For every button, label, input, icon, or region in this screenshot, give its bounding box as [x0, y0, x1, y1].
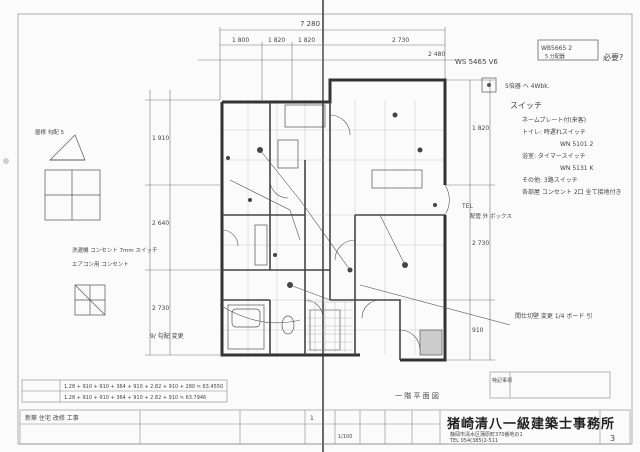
switch-item-1: ネームプレート付(来客) [522, 116, 586, 124]
tel-label: TEL [461, 203, 473, 210]
dim-left-3: 2 730 [152, 305, 169, 312]
wiring-lines [219, 149, 511, 326]
dim-right-3: 910 [472, 327, 484, 334]
switch-item-3: WN 5101 2 [560, 141, 594, 148]
switch-item-5: WN 5131 K [560, 165, 595, 172]
switch-item-7: 各部屋 コンセント 2口 全て接地付き [522, 188, 622, 196]
dim-top-seg-2: 1 820 [268, 37, 285, 44]
firm-name: 猪崎清八一級建築士事務所 [447, 417, 616, 432]
wb-box-text: WB5665 2 [541, 45, 572, 52]
dim-right-2: 2 730 [472, 240, 489, 247]
dim-overall-top: 7 280 [300, 20, 320, 28]
left-note-b: エアコン用 コンセント [72, 261, 129, 268]
dim-right-top: 2 480 [428, 51, 445, 58]
title-block-grid [19, 409, 631, 445]
ws-label: WS 5465 V6 [455, 58, 498, 66]
dim-top-seg-3: 1 820 [298, 37, 315, 44]
upper-left-label: 屋根 勾配 5 [35, 128, 64, 136]
legend-row-2: 1.28 + 910 + 910 + 364 + 910 + 2.82 + 91… [64, 395, 206, 401]
detail-sketches [44, 134, 106, 316]
sheet-number: 3 [610, 434, 616, 443]
firm-address: 静岡市清水区蒲原町370番地の1 [450, 432, 523, 438]
sheet-border [17, 13, 633, 445]
switch-item-2: トイレ: 時遅れスイッチ [522, 128, 586, 136]
right-dimensions [445, 79, 495, 361]
dim-top-seg-4: 2 730 [392, 37, 409, 44]
dim-left-1: 1 910 [152, 135, 169, 142]
drawing-no: 1 [310, 415, 314, 422]
wb-box-sub: 5 分配器 [545, 53, 565, 60]
fixtures [227, 104, 443, 356]
dim-top-seg-1: 1 800 [232, 37, 249, 44]
top-right-question: 必要? [603, 52, 623, 62]
tile-hatch [307, 301, 353, 352]
switch-item-6: その他: 3路スイッチ [522, 176, 578, 184]
top-right-note: 5倍器 ヘ 4Wbk. [505, 82, 550, 90]
left-note-a: 洗濯機 コンセント 7mm スイッチ [72, 246, 157, 254]
legend-table [21, 371, 611, 403]
module-grid [220, 100, 445, 355]
outlet-icon [481, 77, 497, 93]
drawing-name: 一 階 平 面 図 [395, 391, 439, 400]
firm-tel: TEL 054(385)2-511 [450, 438, 499, 444]
exterior-walls [220, 78, 447, 362]
pipe-label: 配管 外 ボックス [470, 212, 512, 220]
left-dimensions [145, 90, 220, 356]
electrical-symbols [226, 112, 437, 288]
drawing-scale: 1/100 [338, 434, 352, 440]
project-name: 新築 住宅 改修 工事 [25, 414, 79, 422]
dim-left-2: 2 640 [152, 220, 169, 227]
bottom-note: 9/ 勾配 変更 [150, 332, 184, 340]
wb-stamp-box [537, 39, 599, 61]
switch-item-4: 浴室: タイマースイッチ [522, 152, 586, 160]
outlet-dot [487, 83, 491, 87]
legend-inset-header: 特記事項 [492, 377, 512, 384]
dim-right-1: 1 820 [472, 125, 489, 132]
door-swings [221, 114, 450, 351]
interior-walls [222, 102, 445, 360]
punch-hole [3, 158, 9, 164]
legend-row-1: 1.28 + 910 + 910 + 364 + 910 + 2.82 + 91… [64, 384, 223, 390]
switch-title: スイッチ [510, 101, 542, 110]
wall-change-note: 間仕切壁 変更 1/4 ボード 引 [515, 312, 592, 320]
